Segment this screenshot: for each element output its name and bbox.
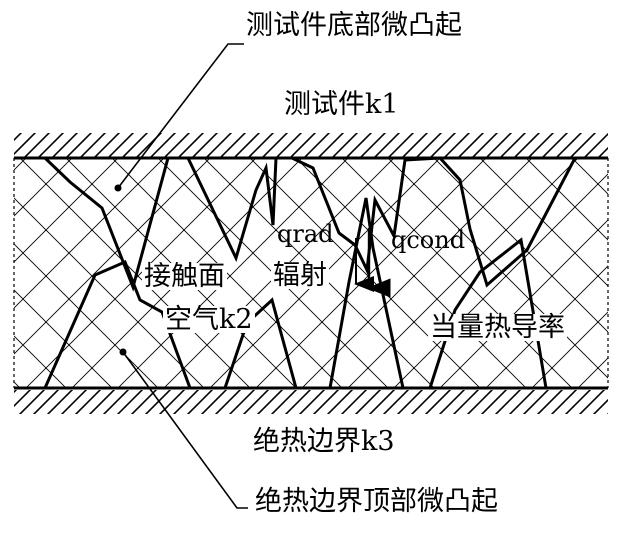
- bottom-asperity-leader: [122, 351, 248, 509]
- top-asperity-leader: [117, 43, 244, 189]
- qcond-label: qcond: [391, 226, 466, 254]
- insulation-hatch-bottom: [14, 390, 608, 414]
- specimen-hatch-top: [14, 133, 608, 157]
- air-label: 空气k2: [163, 304, 255, 335]
- bottom-asperity-label: 绝热边界顶部微凸起: [255, 486, 498, 517]
- top-asperity-label: 测试件底部微凸起: [246, 10, 462, 41]
- top-asperity-profile: [43, 158, 577, 292]
- insulation-boundary-label: 绝热边界k3: [253, 426, 395, 457]
- equivalent-conductivity-label: 当量热导率: [428, 312, 567, 343]
- qrad-label: qrad: [277, 220, 334, 248]
- radiation-label: 辐射: [271, 260, 329, 291]
- contact-surface-label: 接触面: [142, 261, 227, 292]
- specimen-label: 测试件k1: [284, 89, 399, 120]
